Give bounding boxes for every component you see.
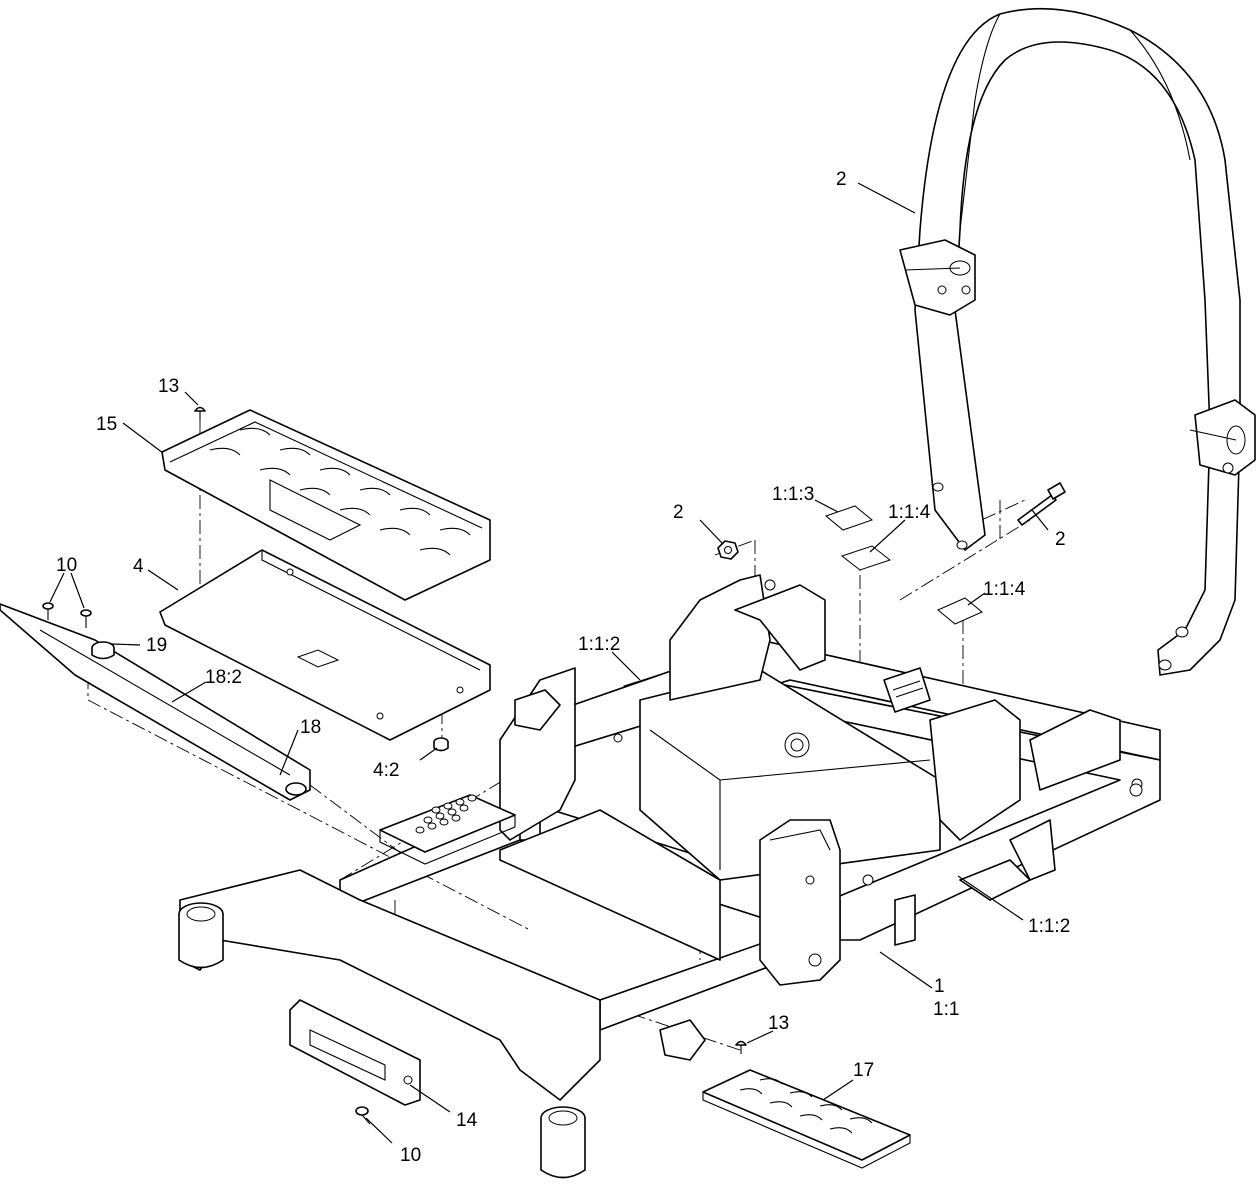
step-plate [702, 1069, 911, 1169]
screw-bottom [735, 1040, 747, 1054]
callout-grommet: 4:2 [373, 760, 399, 781]
lower-pivot-bracket [1189, 399, 1256, 476]
callout-screw-bottom: 13 [768, 1013, 789, 1034]
callout-rail-18-2: 18:2 [205, 667, 242, 688]
callout-decal-1-1-2-right: 1:1:2 [1028, 916, 1070, 937]
callout-frame-1-1: 1:1 [933, 999, 959, 1020]
push-rivets-left [42, 602, 92, 628]
push-rivet-bottom [355, 1106, 371, 1125]
callout-roll-bar-bolt: 2 [1055, 529, 1066, 550]
leader-lines [49, 182, 1049, 1144]
callout-decal-1-1-3: 1:1:3 [772, 484, 814, 505]
callout-step-plate: 17 [853, 1060, 874, 1081]
callout-decal-1-1-4-upper: 1:1:4 [888, 502, 931, 523]
footrest-holes [415, 794, 477, 834]
side-bracket [289, 999, 421, 1106]
screw-top [194, 406, 206, 420]
floor-pan-cutouts [209, 427, 471, 556]
callout-decal-1-1-4-lower: 1:1:4 [983, 579, 1026, 600]
side-rail [0, 603, 311, 801]
callout-labels: 2 2 2 1:1:3 1:1:4 1:1:4 1:1:2 1:1:2 1 1:… [56, 169, 1070, 1166]
floor-pan [161, 409, 491, 601]
callout-roll-bar-nut: 2 [673, 502, 684, 523]
grommet [433, 737, 449, 752]
callout-roll-bar: 2 [836, 169, 847, 190]
callout-push-rivets-left: 10 [56, 555, 77, 576]
callout-rail-18: 18 [300, 717, 321, 738]
roll-bar-bolt [1017, 482, 1066, 526]
seat-plate [159, 549, 491, 741]
callout-knob: 19 [146, 635, 167, 656]
callout-seat-plate: 4 [133, 556, 144, 577]
callout-side-bracket: 14 [456, 1110, 478, 1131]
left-footrest [379, 794, 516, 865]
upper-pivot-bracket [899, 239, 976, 316]
callout-frame: 1 [934, 976, 945, 997]
step-cutouts [739, 1078, 873, 1134]
callout-decal-1-1-2-left: 1:1:2 [578, 634, 620, 655]
roll-bar [899, 7, 1256, 676]
callout-push-rivet-bottom: 10 [400, 1145, 421, 1166]
roll-bar-nut [717, 540, 739, 560]
knob [91, 641, 115, 660]
main-frame [178, 574, 1161, 1179]
callout-floor-pan: 15 [96, 414, 117, 435]
callout-screw-top: 13 [158, 376, 179, 397]
